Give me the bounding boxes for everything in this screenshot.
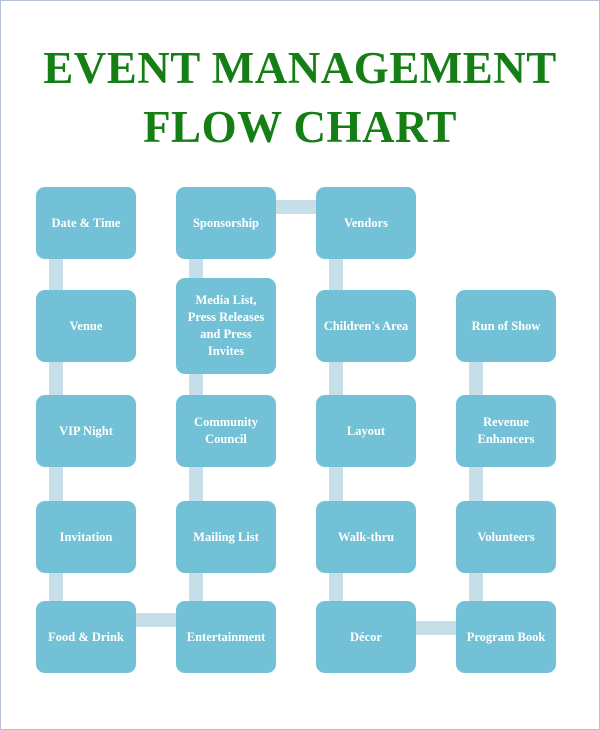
flow-node: Décor bbox=[316, 601, 416, 673]
horizontal-connector bbox=[130, 613, 182, 627]
vertical-connector bbox=[469, 565, 483, 609]
flow-node-label: Program Book bbox=[466, 629, 546, 644]
flow-node-label: Entertainment bbox=[186, 629, 266, 644]
flow-node-label: Food & Drink bbox=[48, 629, 124, 644]
flow-node-label: Mailing List bbox=[193, 529, 259, 544]
flow-node: Food & Drink bbox=[36, 601, 136, 673]
horizontal-connector bbox=[410, 621, 462, 635]
flow-node: Children's Area bbox=[316, 290, 416, 362]
flow-node-label: Run of Show bbox=[471, 318, 541, 333]
flow-node-label: Volunteers bbox=[477, 529, 535, 544]
flow-node: Walk-thru bbox=[316, 501, 416, 573]
flow-node-label: Walk-thru bbox=[337, 529, 395, 544]
page-title: EVENT MANAGEMENT FLOW CHART bbox=[1, 1, 599, 158]
flow-node: Venue bbox=[36, 290, 136, 362]
flow-node-label: Layout bbox=[346, 423, 386, 438]
flow-node-label: VIP Night bbox=[59, 423, 113, 438]
flow-node-label: Vendors bbox=[344, 215, 388, 230]
flow-node: Run of Show bbox=[456, 290, 556, 362]
flow-node-label: Sponsorship bbox=[192, 215, 259, 230]
vertical-connector bbox=[329, 354, 343, 403]
vertical-connector bbox=[469, 459, 483, 509]
horizontal-connector bbox=[270, 200, 322, 214]
vertical-connector bbox=[329, 459, 343, 509]
flow-node-label: Date & Time bbox=[51, 215, 121, 230]
flow-node-label: Venue bbox=[69, 318, 103, 333]
flow-node-label: Décor bbox=[350, 629, 382, 644]
vertical-connector bbox=[189, 565, 203, 609]
flow-node-label: Children's Area bbox=[323, 318, 409, 333]
vertical-connector bbox=[189, 459, 203, 509]
vertical-connector bbox=[49, 565, 63, 609]
vertical-connector bbox=[329, 251, 343, 298]
flow-node: Layout bbox=[316, 395, 416, 467]
flow-node: Entertainment bbox=[176, 601, 276, 673]
flow-node: VIP Night bbox=[36, 395, 136, 467]
flow-node: Community Council bbox=[176, 395, 276, 467]
title-line-2: FLOW CHART bbox=[143, 102, 457, 153]
flow-node-label: Invitation bbox=[59, 529, 113, 544]
flow-node: Program Book bbox=[456, 601, 556, 673]
title-line-1: EVENT MANAGEMENT bbox=[43, 43, 557, 93]
flow-node: Invitation bbox=[36, 501, 136, 573]
flow-node-label: Media List, Press Releases and Press Inv… bbox=[187, 293, 265, 358]
flow-node-label: Community Council bbox=[194, 415, 258, 446]
flow-node: Mailing List bbox=[176, 501, 276, 573]
vertical-connector bbox=[49, 459, 63, 509]
flow-node: Volunteers bbox=[456, 501, 556, 573]
vertical-connector bbox=[469, 354, 483, 403]
flow-node: Vendors bbox=[316, 187, 416, 259]
vertical-connector bbox=[49, 354, 63, 403]
vertical-connector bbox=[329, 565, 343, 609]
flow-node: Media List, Press Releases and Press Inv… bbox=[176, 278, 276, 374]
vertical-connector bbox=[49, 251, 63, 298]
flow-node-label: Revenue Enhancers bbox=[477, 415, 535, 446]
flow-node: Sponsorship bbox=[176, 187, 276, 259]
flow-node: Revenue Enhancers bbox=[456, 395, 556, 467]
flow-node: Date & Time bbox=[36, 187, 136, 259]
